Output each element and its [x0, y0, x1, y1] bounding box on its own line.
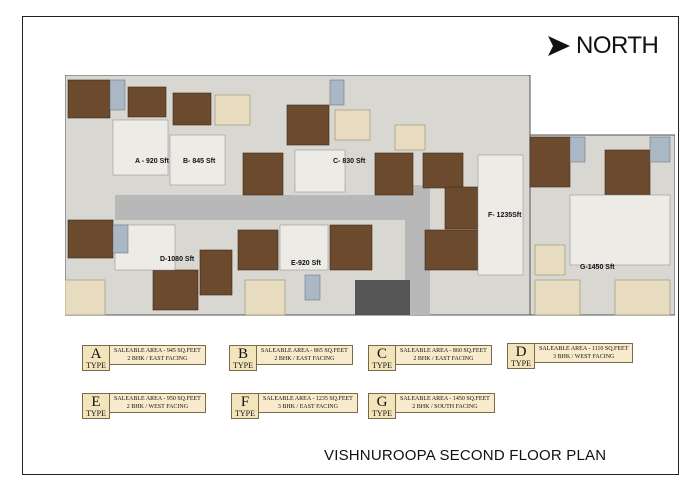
type-area: SALEABLE AREA - 1110 SQ.FEET	[539, 346, 629, 352]
type-area: SALEABLE AREA - 945 SQ.FEET	[114, 348, 201, 354]
unit-label-f: F- 1235Sft	[488, 212, 522, 219]
type-badge: A TYPE	[82, 345, 110, 371]
type-info: SALEABLE AREA - 865 SQ.FEET 2 BHK / EAST…	[257, 345, 353, 365]
type-word: TYPE	[372, 408, 392, 418]
type-card-a: A TYPE SALEABLE AREA - 945 SQ.FEET 2 BHK…	[82, 345, 206, 371]
type-info: SALEABLE AREA - 1110 SQ.FEET 3 BHK / WES…	[535, 343, 634, 363]
type-card-e: E TYPE SALEABLE AREA - 950 SQ.FEET 2 BHK…	[82, 393, 206, 419]
north-indicator: NORTH	[548, 32, 659, 59]
type-info: SALEABLE AREA - 860 SQ.FEET 2 BHK / EAST…	[396, 345, 492, 365]
type-word: TYPE	[233, 360, 253, 370]
type-word: TYPE	[372, 360, 392, 370]
type-badge: G TYPE	[368, 393, 396, 419]
type-area: SALEABLE AREA - 950 SQ.FEET	[114, 396, 201, 402]
north-arrow-icon	[548, 36, 570, 56]
type-badge: E TYPE	[82, 393, 110, 419]
unit-label-b: B- 845 Sft	[183, 158, 216, 165]
type-info: SALEABLE AREA - 950 SQ.FEET 2 BHK / WEST…	[110, 393, 206, 413]
type-area: SALEABLE AREA - 865 SQ.FEET	[261, 348, 348, 354]
type-desc: 2 BHK / WEST FACING	[126, 404, 189, 410]
floor-plan-drawing: A - 920 Sft B- 845 Sft C- 830 Sft D-1080…	[65, 75, 675, 316]
type-card-d: D TYPE SALEABLE AREA - 1110 SQ.FEET 3 BH…	[507, 343, 634, 369]
unit-label-c: C- 830 Sft	[333, 158, 366, 165]
unit-label-e: E-920 Sft	[291, 260, 322, 267]
unit-label-g: G-1450 Sft	[580, 264, 615, 271]
type-card-g: G TYPE SALEABLE AREA - 1450 SQ.FEET 2 BH…	[368, 393, 495, 419]
type-badge: B TYPE	[229, 345, 257, 371]
type-badge: F TYPE	[231, 393, 259, 419]
type-area: SALEABLE AREA - 1235 SQ.FEET	[263, 396, 353, 402]
type-letter: D	[515, 343, 527, 360]
type-card-b: B TYPE SALEABLE AREA - 865 SQ.FEET 2 BHK…	[229, 345, 353, 371]
type-card-c: C TYPE SALEABLE AREA - 860 SQ.FEET 2 BHK…	[368, 345, 492, 371]
type-card-f: F TYPE SALEABLE AREA - 1235 SQ.FEET 3 BH…	[231, 393, 358, 419]
type-info: SALEABLE AREA - 1235 SQ.FEET 3 BHK / EAS…	[259, 393, 358, 413]
type-letter: A	[90, 345, 102, 362]
north-label: NORTH	[576, 32, 659, 59]
type-badge: C TYPE	[368, 345, 396, 371]
type-desc: 2 BHK / EAST FACING	[274, 356, 335, 362]
page-title: VISHNUROOPA SECOND FLOOR PLAN	[324, 447, 607, 464]
type-word: TYPE	[235, 408, 255, 418]
page-frame	[22, 16, 679, 475]
unit-label-d: D-1080 Sft	[160, 256, 195, 263]
type-word: TYPE	[86, 408, 106, 418]
type-word: TYPE	[86, 360, 106, 370]
type-desc: 2 BHK / EAST FACING	[413, 356, 474, 362]
type-desc: 3 BHK / EAST FACING	[277, 404, 338, 410]
type-letter: C	[376, 345, 387, 362]
type-info: SALEABLE AREA - 945 SQ.FEET 2 BHK / EAST…	[110, 345, 206, 365]
type-letter: G	[376, 393, 388, 410]
type-area: SALEABLE AREA - 860 SQ.FEET	[400, 348, 487, 354]
type-desc: 3 BHK / WEST FACING	[553, 354, 615, 360]
type-letter: B	[237, 345, 248, 362]
type-letter: E	[91, 393, 101, 410]
type-area: SALEABLE AREA - 1450 SQ.FEET	[400, 396, 490, 402]
type-info: SALEABLE AREA - 1450 SQ.FEET 2 BHK / SOU…	[396, 393, 495, 413]
type-desc: 2 BHK / EAST FACING	[127, 356, 188, 362]
type-desc: 2 BHK / SOUTH FACING	[412, 404, 478, 410]
type-word: TYPE	[511, 358, 531, 368]
unit-label-a: A - 920 Sft	[135, 158, 170, 165]
type-badge: D TYPE	[507, 343, 535, 369]
floor-plan: A - 920 Sft B- 845 Sft C- 830 Sft D-1080…	[65, 75, 675, 320]
type-letter: F	[240, 393, 250, 410]
